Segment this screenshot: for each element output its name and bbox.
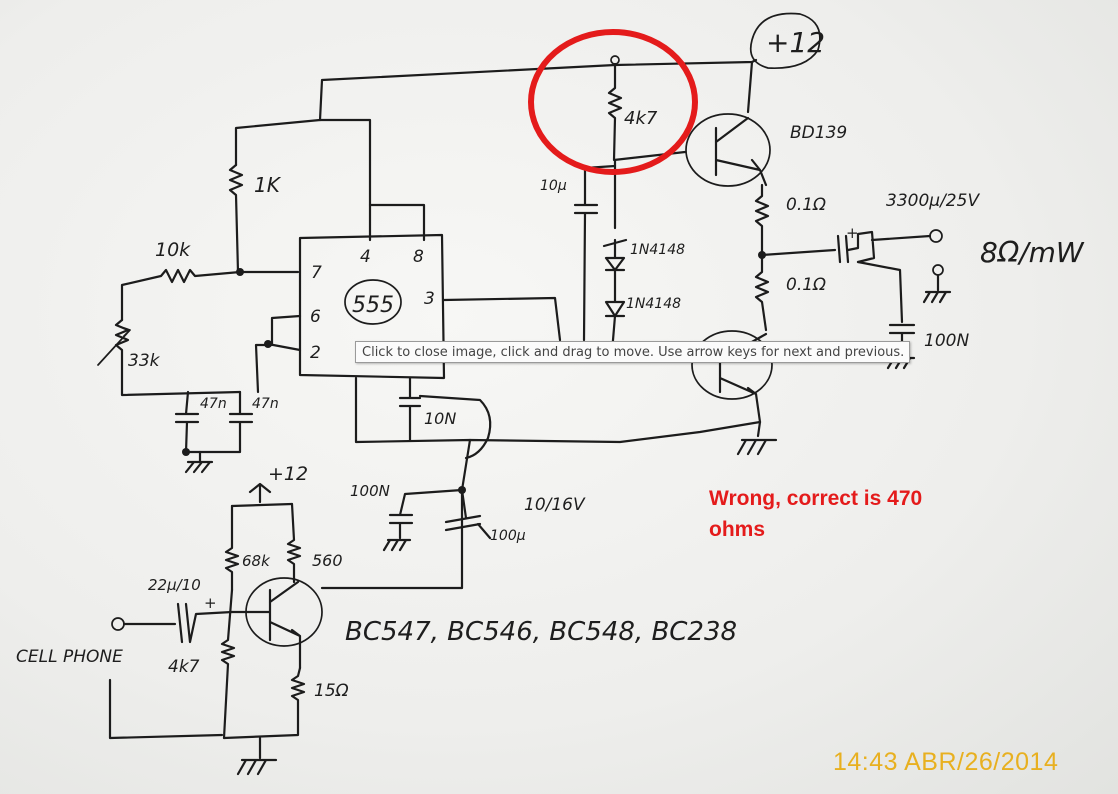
label-schematic-capacitors-1: 47n	[200, 396, 227, 412]
viewer-tooltip: Click to close image, click and drag to …	[355, 341, 910, 363]
label-schematic-resistors-2: 33k	[128, 351, 161, 371]
label-schematic-resistors-8: 4k7	[168, 657, 200, 677]
label-schematic-ic-pins-1: 8	[413, 247, 424, 267]
label-schematic-transistors-0: BD139	[790, 123, 847, 143]
date-stamp: 14:43 ABR/26/2014	[833, 748, 1059, 776]
label-schematic-resistors-5: 0.1Ω	[786, 275, 826, 295]
label-schematic-capacitors-0: 10μ	[540, 178, 567, 194]
label-schematic-capacitors-3: 10N	[424, 409, 456, 428]
label-schematic-capacitors-2: 47n	[252, 396, 279, 412]
label-schematic-ic-label: 555	[352, 293, 394, 318]
label-schematic-capacitors-7: 3300μ/25V	[886, 191, 980, 211]
label-schematic-resistors-6: 68k	[242, 552, 271, 570]
highlight-ellipse	[528, 29, 698, 175]
label-schematic-diodes-0: 1N4148	[630, 242, 685, 258]
svg-text:+: +	[204, 594, 217, 612]
label-schematic-ic-pins-3: 6	[310, 307, 321, 327]
label-schematic-ic-pins-4: 2	[310, 343, 321, 363]
label-schematic-resistors-4: 0.1Ω	[786, 195, 826, 215]
annotation-line-1: Wrong, correct is 470	[709, 487, 923, 510]
label-schematic-transistors-1: BC547, BC546, BC548, BC238	[345, 617, 737, 647]
label-schematic-capacitors-4: 100N	[350, 482, 390, 500]
label-schematic-input: CELL PHONE	[16, 647, 123, 667]
annotation-line-2: ohms	[709, 518, 766, 541]
label-schematic-capacitors-8: 22μ/10	[148, 576, 201, 594]
label-schematic-capacitors-6: 100μ	[490, 528, 526, 544]
label-schematic-resistors-1: 10k	[155, 239, 191, 261]
label-schematic-capacitors-9: 100N	[924, 331, 969, 351]
label-schematic-resistors-9: 15Ω	[314, 681, 349, 701]
label-schematic-speaker: 8Ω/mW	[980, 236, 1085, 269]
label-schematic-resistors-3: 4k7	[624, 108, 658, 129]
label-schematic-capacitors-5: 10/16V	[524, 495, 586, 515]
label-schematic-ic-pins-2: 7	[311, 263, 322, 283]
correction-annotation: Wrong, correct is 470 ohms	[709, 483, 1009, 545]
label-schematic-resistors-0: 1K	[254, 173, 282, 197]
label-schematic-ic-pins-0: 4	[360, 247, 371, 267]
label-schematic-ic-pins-5: 3	[424, 289, 435, 309]
svg-text:+: +	[846, 224, 859, 242]
label-schematic-resistors-7: 560	[312, 551, 343, 570]
label-schematic-supply_top: +12	[766, 26, 825, 59]
label-schematic-supply_bottom: +12	[268, 463, 308, 485]
label-schematic-diodes-1: 1N4148	[626, 296, 681, 312]
